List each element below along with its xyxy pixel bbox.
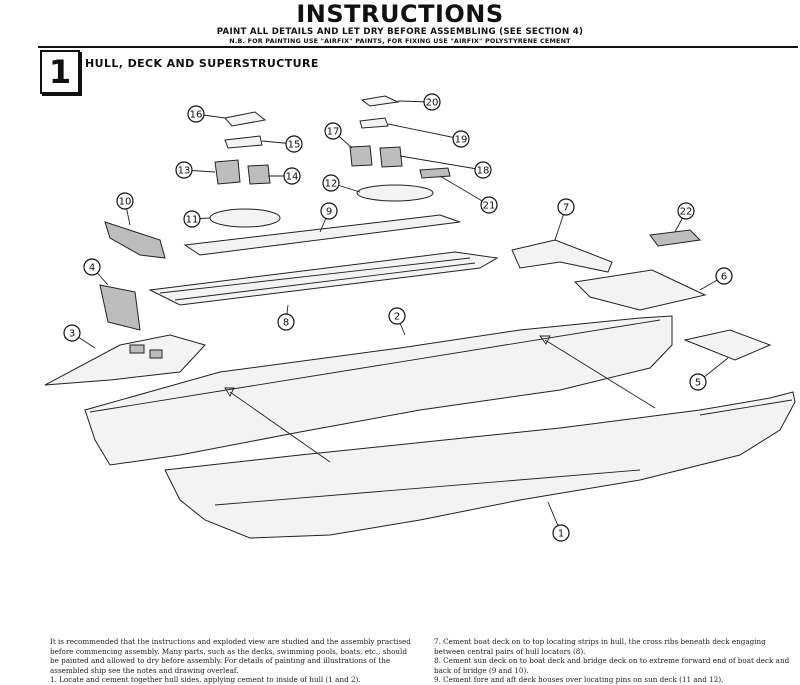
svg-text:16: 16	[190, 110, 203, 121]
callout-18: 18	[474, 161, 492, 179]
deck-part-20	[360, 95, 400, 107]
svg-text:14: 14	[286, 172, 299, 183]
notes-left-column: It is recommended that the instructions …	[50, 637, 412, 685]
callout-7: 7	[557, 198, 575, 216]
header-rule	[38, 46, 798, 48]
svg-text:4: 4	[89, 263, 95, 274]
callout-8: 8	[277, 313, 295, 331]
painting-instruction: PAINT ALL DETAILS AND LET DRY BEFORE ASS…	[216, 27, 584, 37]
callout-21: 21	[480, 196, 498, 214]
assembly-arrow-1	[229, 391, 331, 463]
intro-note: It is recommended that the instructions …	[50, 637, 411, 675]
callout-20: 20	[423, 93, 441, 111]
svg-text:9: 9	[326, 207, 332, 218]
callout-2: 2	[388, 307, 406, 325]
svg-text:1: 1	[558, 529, 564, 540]
funnel-part-14	[247, 164, 271, 185]
svg-text:20: 20	[426, 98, 439, 109]
deck-part-16	[224, 111, 267, 127]
stern-structure-part-6	[573, 269, 707, 311]
svg-text:12: 12	[325, 179, 338, 190]
deck-house-part-12	[356, 184, 434, 202]
section-number: 1	[48, 53, 72, 91]
step-1: 1. Locate and cement together hull sides…	[50, 675, 361, 685]
callout-4: 4	[83, 258, 101, 276]
callout-9: 9	[320, 202, 338, 220]
svg-text:11: 11	[186, 215, 199, 226]
svg-text:18: 18	[477, 166, 490, 177]
svg-text:5: 5	[695, 378, 701, 389]
svg-text:3: 3	[69, 329, 75, 340]
svg-text:21: 21	[483, 201, 496, 212]
svg-text:2: 2	[394, 312, 400, 323]
svg-text:8: 8	[283, 318, 289, 329]
deck-part-15	[224, 135, 263, 149]
stern-deck-part-5	[683, 329, 772, 361]
callout-10: 10	[116, 192, 134, 210]
boat-deck-part-8	[148, 251, 499, 306]
svg-text:13: 13	[178, 166, 191, 177]
callout-16: 16	[187, 105, 205, 123]
callout-22: 22	[677, 202, 695, 220]
assembly-arrow-2	[544, 339, 656, 409]
section-title: HULL, DECK AND SUPERSTRUCTURE	[85, 57, 319, 70]
notes-right-column: 7. Cement boat deck on to top locating s…	[434, 637, 794, 685]
section-number-box: 1	[40, 50, 80, 94]
deck-part-21	[419, 167, 451, 179]
bridge-deck-part-10	[104, 221, 166, 259]
hull-side-part-2	[84, 315, 673, 466]
callout-6: 6	[715, 267, 733, 285]
svg-text:7: 7	[563, 203, 569, 214]
step-8: 8. Cement sun deck on to boat deck and b…	[434, 656, 790, 675]
svg-text:17: 17	[327, 127, 340, 138]
materials-note: N.B. FOR PAINTING USE "AIRFIX" PAINTS, F…	[229, 37, 571, 45]
funnel-part-13	[214, 159, 241, 185]
step-7: 7. Cement boat deck on to top locating s…	[434, 637, 766, 656]
callout-14: 14	[283, 167, 301, 185]
callout-15: 15	[285, 135, 303, 153]
svg-text:6: 6	[721, 272, 727, 283]
callout-13: 13	[175, 161, 193, 179]
step-9: 9. Cement fore and aft deck houses over …	[434, 675, 724, 685]
callout-12: 12	[322, 174, 340, 192]
deck-part-19	[359, 117, 389, 129]
bridge-front-part-4	[99, 284, 141, 331]
callout-19: 19	[452, 130, 470, 148]
callout-17: 17	[324, 122, 342, 140]
forward-deck-part-3	[44, 334, 206, 386]
callout-11: 11	[183, 210, 201, 228]
svg-text:10: 10	[119, 197, 132, 208]
callout-3: 3	[63, 324, 81, 342]
svg-text:15: 15	[288, 140, 301, 151]
funnel-part-18	[379, 146, 403, 168]
svg-text:19: 19	[455, 135, 468, 146]
sun-deck-part-9	[183, 214, 461, 256]
page-title: INSTRUCTIONS	[296, 0, 504, 28]
svg-text:22: 22	[680, 207, 693, 218]
funnel-part-17	[349, 145, 373, 167]
hull-side-part-1	[164, 391, 796, 539]
callout-5: 5	[689, 373, 707, 391]
callout-1: 1	[552, 524, 570, 542]
part-22	[649, 229, 702, 247]
